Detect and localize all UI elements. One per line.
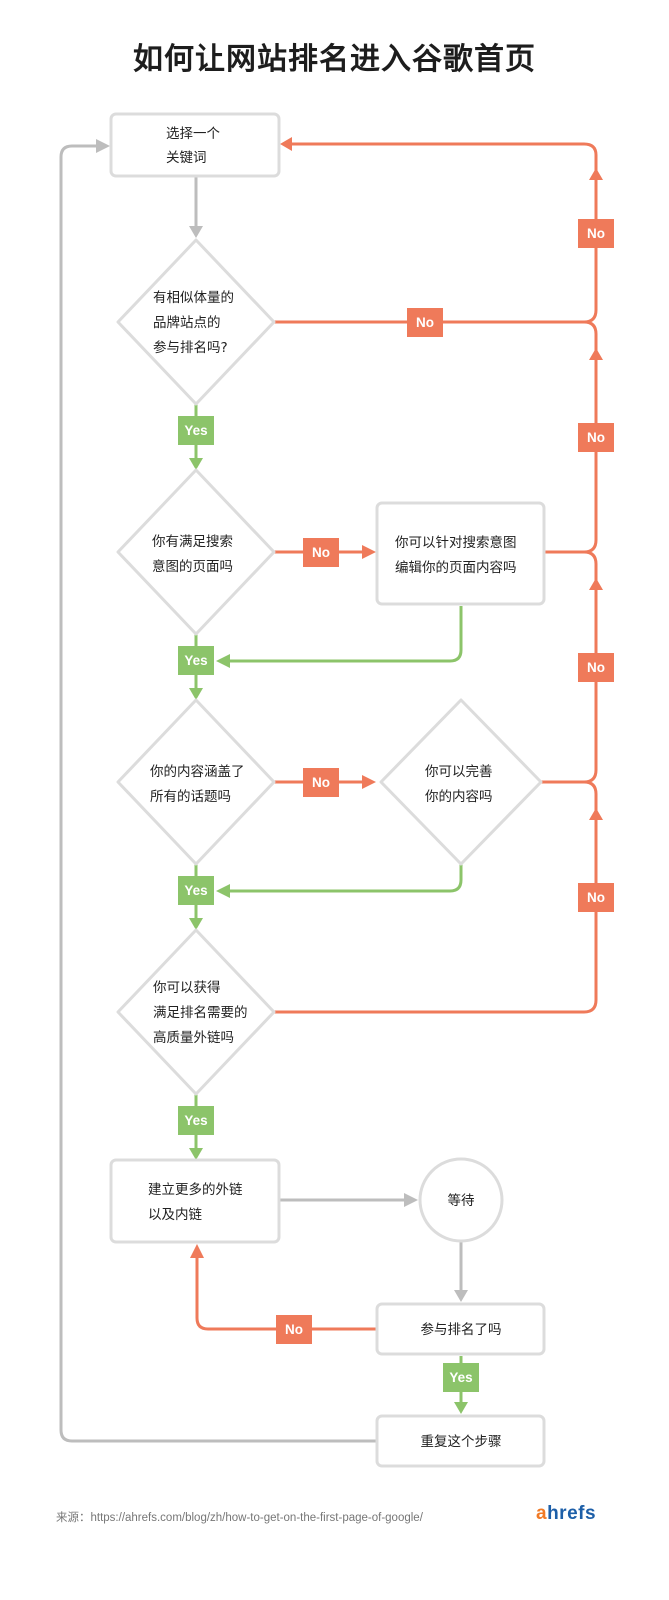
node-ranking xyxy=(375,1302,546,1356)
node-build-links-line1: 建立更多的外链 xyxy=(148,1181,243,1198)
decision-matching-page-line2: 意图的页面吗 xyxy=(152,558,233,575)
svg-text:No: No xyxy=(587,660,605,675)
node-choose-keyword-line2: 关键词 xyxy=(166,150,207,166)
no-label-topics: No xyxy=(303,768,339,797)
node-choose-keyword xyxy=(109,112,281,178)
svg-text:No: No xyxy=(312,545,330,560)
arrowhead-down xyxy=(454,1290,468,1302)
arrowhead-down xyxy=(189,458,203,470)
page-title: 如何让网站排名进入谷歌首页 xyxy=(133,42,536,77)
node-repeat xyxy=(375,1414,546,1468)
svg-text:Yes: Yes xyxy=(449,1370,472,1385)
svg-text:Yes: Yes xyxy=(184,653,207,668)
connector-no-loop-top xyxy=(272,142,598,324)
decision-matching-page xyxy=(116,468,276,636)
arrowhead-left xyxy=(216,884,230,898)
connector-ranking-no xyxy=(195,1256,376,1331)
logo-letters-rest: hrefs xyxy=(547,1503,597,1524)
node-repeat-label: 重复这个步骤 xyxy=(421,1433,502,1450)
arrowhead-up xyxy=(589,348,603,360)
connector-improve-yes xyxy=(228,860,463,893)
decision-improve-content-line2: 你的内容吗 xyxy=(425,788,493,805)
no-label-matching: No xyxy=(303,538,339,567)
arrowhead-left xyxy=(216,654,230,668)
decision-covers-topics xyxy=(116,698,276,866)
no-label-edit: No xyxy=(578,423,614,452)
arrowhead-up xyxy=(589,168,603,180)
decision-similar-brands-line1: 有相似体量的 xyxy=(153,290,234,306)
arrowhead-down xyxy=(189,226,203,238)
yes-label-1: Yes xyxy=(178,416,214,445)
no-label-improve: No xyxy=(578,653,614,682)
node-edit-page-line1: 你可以针对搜索意图 xyxy=(395,534,517,551)
no-label-ranking: No xyxy=(276,1315,312,1344)
arrowhead-up xyxy=(190,1244,204,1258)
svg-text:Yes: Yes xyxy=(184,423,207,438)
decision-improve-content xyxy=(379,698,543,866)
source-citation: 来源：https://ahrefs.com/blog/zh/how-to-get… xyxy=(56,1512,423,1524)
decision-get-backlinks-line3: 高质量外链吗 xyxy=(153,1029,234,1046)
node-choose-keyword-line1: 选择一个 xyxy=(166,126,220,142)
decision-covers-topics-line1: 你的内容涵盖了 xyxy=(150,763,245,780)
node-edit-page xyxy=(375,501,546,606)
arrowhead-up xyxy=(589,578,603,590)
connector-repeat-loop xyxy=(59,144,376,1443)
svg-text:Yes: Yes xyxy=(184,883,207,898)
connector-no-backlinks xyxy=(272,780,598,1014)
arrowhead-down xyxy=(189,918,203,930)
arrowhead-right xyxy=(96,139,110,153)
svg-text:No: No xyxy=(587,430,605,445)
no-label-loop-top: No xyxy=(578,219,614,248)
arrowhead-up xyxy=(589,808,603,820)
svg-text:No: No xyxy=(285,1322,303,1337)
svg-text:No: No xyxy=(416,315,434,330)
decision-matching-page-line1: 你有满足搜索 xyxy=(152,534,233,550)
yes-label-ranking: Yes xyxy=(443,1363,479,1392)
node-wait-label: 等待 xyxy=(448,1192,475,1209)
decision-covers-topics-line2: 所有的话题吗 xyxy=(150,789,231,805)
arrowhead-down xyxy=(189,688,203,700)
node-build-links-line2: 以及内链 xyxy=(148,1207,202,1223)
arrowhead-right xyxy=(404,1193,418,1207)
arrowhead-left xyxy=(280,137,292,151)
node-wait xyxy=(418,1157,504,1243)
decision-get-backlinks xyxy=(116,928,276,1096)
logo-letter-a: a xyxy=(536,1503,548,1524)
yes-label-4: Yes xyxy=(178,1106,214,1135)
decision-similar-brands xyxy=(116,238,276,406)
arrowhead-down xyxy=(454,1402,468,1414)
decision-get-backlinks-line2: 满足排名需要的 xyxy=(153,1005,248,1021)
node-build-links xyxy=(109,1158,281,1244)
node-edit-page-line2: 编辑你的页面内容吗 xyxy=(395,559,517,576)
svg-text:No: No xyxy=(587,890,605,905)
yes-label-3: Yes xyxy=(178,876,214,905)
node-ranking-label: 参与排名了吗 xyxy=(421,1321,502,1338)
svg-text:Yes: Yes xyxy=(184,1113,207,1128)
no-label-backlinks: No xyxy=(578,883,614,912)
decision-get-backlinks-line1: 你可以获得 xyxy=(153,979,221,996)
svg-text:No: No xyxy=(587,226,605,241)
no-label-brands: No xyxy=(407,308,443,337)
arrowhead-right xyxy=(362,545,376,559)
decision-similar-brands-line2: 品牌站点的 xyxy=(153,314,221,331)
svg-text:No: No xyxy=(312,775,330,790)
arrowhead-right xyxy=(362,775,376,789)
decision-similar-brands-line3: 参与排名吗? xyxy=(153,339,228,356)
arrowhead-down xyxy=(189,1148,203,1160)
connector-edit-yes xyxy=(228,606,463,663)
decision-improve-content-line1: 你可以完善 xyxy=(425,764,493,780)
ahrefs-logo: ahrefs xyxy=(536,1503,596,1525)
yes-label-2: Yes xyxy=(178,646,214,675)
